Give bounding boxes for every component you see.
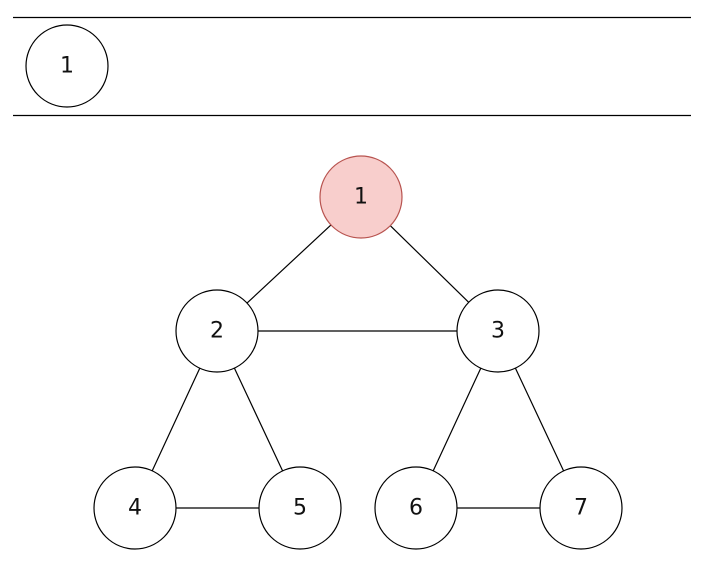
- graph-node-6: 6: [374, 466, 458, 550]
- node-label: 5: [293, 496, 307, 521]
- graph-node-5: 5: [258, 466, 342, 550]
- edge-2-5: [233, 367, 284, 472]
- edge-3-6: [432, 367, 482, 472]
- visited-node-circle: [319, 155, 403, 239]
- node-label: 7: [574, 496, 588, 521]
- queue-items: 1: [25, 24, 109, 108]
- edge-1-3: [389, 225, 470, 303]
- graph: 1 2 3 4 5 6 7: [93, 155, 623, 550]
- graph-node-1: 1: [319, 155, 403, 239]
- queue-item-label: 1: [60, 54, 74, 79]
- node-circle: [93, 466, 177, 550]
- edge-3-7: [514, 367, 565, 472]
- edge-2-4: [151, 367, 201, 472]
- node-circle: [374, 466, 458, 550]
- node-circle: [258, 466, 342, 550]
- graph-node-3: 3: [456, 289, 540, 373]
- graph-node-2: 2: [175, 289, 259, 373]
- queue-item-circle: [25, 24, 109, 108]
- node-label: 4: [128, 496, 142, 521]
- node-label: 3: [491, 319, 505, 344]
- queue-panel: 1: [13, 16, 691, 117]
- node-label: 2: [210, 319, 224, 344]
- node-circle: [539, 466, 623, 550]
- queue-item: 1: [25, 24, 109, 108]
- node-circle: [456, 289, 540, 373]
- node-label: 6: [409, 496, 423, 521]
- node-label: 1: [354, 185, 368, 210]
- node-circle: [175, 289, 259, 373]
- edge-1-2: [246, 224, 332, 304]
- graph-edges: [151, 224, 565, 509]
- graph-node-4: 4: [93, 466, 177, 550]
- graph-nodes: 1 2 3 4 5 6 7: [93, 155, 623, 550]
- graph-node-7: 7: [539, 466, 623, 550]
